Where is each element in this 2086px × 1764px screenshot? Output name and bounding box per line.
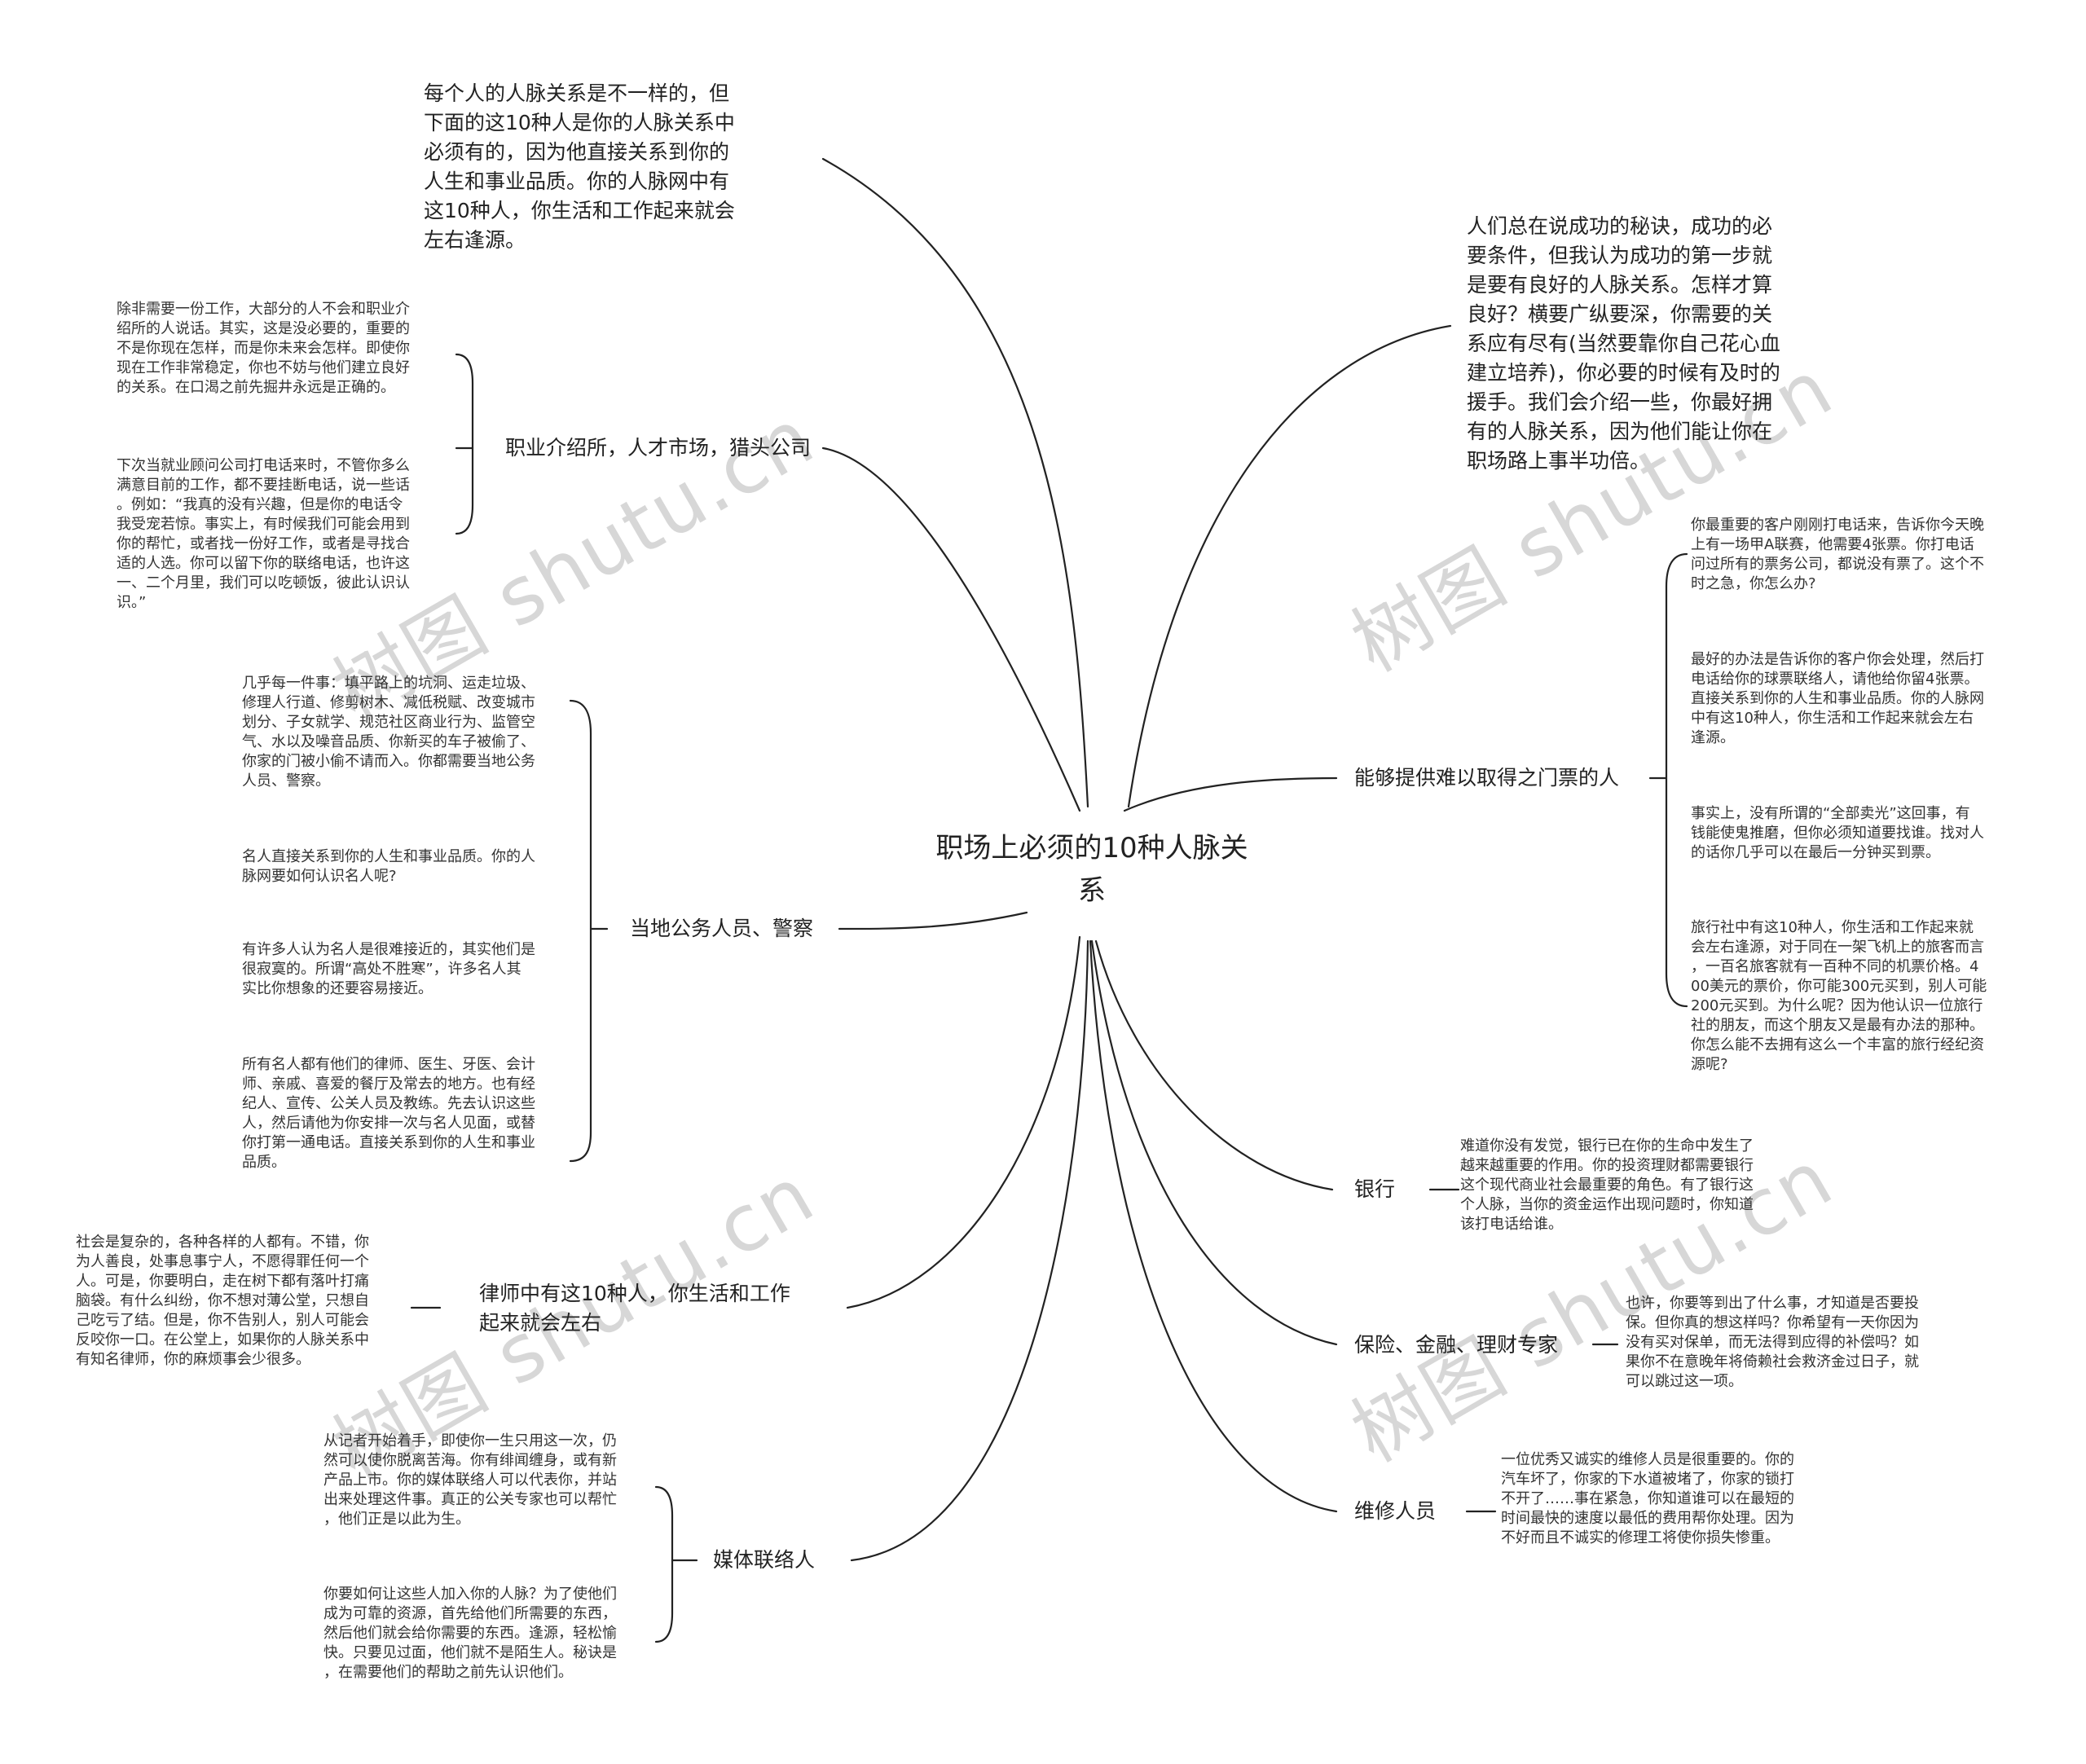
bracket-officials bbox=[569, 699, 592, 1163]
detail-officials-1: 几乎每一件事：填平路上的坑洞、运走垃圾、 修理人行道、修剪树木、减低税赋、改变城… bbox=[242, 675, 535, 790]
connector-intro-right bbox=[1127, 324, 1452, 808]
center-topic[interactable]: 职场上必须的10种人脉关 系 bbox=[935, 832, 1248, 907]
detail-officials-4: 所有名人都有他们的律师、医生、牙医、会计 师、亲戚、喜爱的餐厅及常去的地方。也有… bbox=[242, 1056, 535, 1171]
bracket-media bbox=[654, 1485, 674, 1643]
detail-tickets-1: 你最重要的客户刚刚打电话来，告诉你今天晚 上有一场甲A联赛，他需要4张票。你打电… bbox=[1691, 517, 1984, 592]
connector-bank bbox=[1094, 939, 1334, 1191]
branch-insurance[interactable]: 保险、金融、理财专家 bbox=[1354, 1333, 1559, 1357]
branch-agency[interactable]: 职业介绍所，人才市场，猎头公司 bbox=[505, 436, 812, 460]
detail-agency-1: 除非需要一份工作，大部分的人不会和职业介 绍所的人说话。其实，这是没必要的，重要… bbox=[117, 301, 410, 396]
connector-tickets bbox=[1123, 776, 1338, 812]
detail-officials-3: 有许多人认为名人是很难接近的，其实他们是 很寂寞的。所谓“高处不胜寒”，许多名人… bbox=[242, 941, 535, 997]
intro-left-text: 每个人的人脉关系是不一样的，但 下面的这10种人是你的人脉关系中 必须有的，因为… bbox=[424, 81, 735, 252]
branch-lawyer[interactable]: 律师中有这10种人，你生活和工作 起来就会左右 bbox=[479, 1282, 790, 1335]
connector-officials bbox=[838, 911, 1028, 930]
connector-media bbox=[850, 939, 1089, 1562]
detail-tickets-3: 事实上，没有所谓的“全部卖光”这回事，有 钱能使鬼推磨，但你必须知道要找谁。找对… bbox=[1691, 805, 1984, 861]
bracket-agency bbox=[455, 353, 474, 535]
detail-media-1: 从记者开始着手，即使你一生只用这一次，仍 然可以使你脱离苦海。你有绯闻缠身，或有… bbox=[323, 1432, 617, 1528]
detail-tickets-4: 旅行社中有这10种人，你生活和工作起来就 会左右逢源，对于同在一架飞机上的旅客而… bbox=[1691, 919, 1987, 1073]
detail-media-2: 你要如何让这些人加入你的人脉？为了使他们 成为可靠的资源，首先给他们所需要的东西… bbox=[323, 1586, 617, 1681]
intro-right-text: 人们总在说成功的秘诀，成功的必 要条件，但我认为成功的第一步就 是要有良好的人脉… bbox=[1467, 214, 1780, 473]
detail-tickets-2: 最好的办法是告诉你的客户你会处理，然后打 电话给你的球票联络人，请他给你留4张票… bbox=[1691, 651, 1984, 746]
connector-intro-left bbox=[821, 157, 1089, 808]
detail-insurance-1: 也许，你要等到出了什么事，才知道是否要投 保。但你真的想这样吗？你希望有一天你因… bbox=[1626, 1295, 1919, 1390]
branch-tickets[interactable]: 能够提供难以取得之门票的人 bbox=[1354, 766, 1620, 790]
connector-lawyer bbox=[846, 935, 1081, 1309]
branch-media[interactable]: 媒体联络人 bbox=[713, 1548, 816, 1572]
detail-agency-2: 下次当就业顾问公司打电话来时，不管你多么 满意目前的工作，都不要挂断电话，说一些… bbox=[117, 457, 410, 611]
detail-lawyer-1: 社会是复杂的，各种各样的人都有。不错，你 为人善良，处事息事宁人，不愿得罪任何一… bbox=[76, 1234, 369, 1368]
branch-officials[interactable]: 当地公务人员、警察 bbox=[630, 917, 814, 940]
connector-insurance bbox=[1090, 939, 1338, 1346]
detail-repair-1: 一位优秀又诚实的维修人员是很重要的。你的 汽车坏了，你家的下水道被堵了，你家的锁… bbox=[1501, 1451, 1794, 1546]
connector-repair bbox=[1089, 939, 1338, 1513]
detail-officials-2: 名人直接关系到你的人生和事业品质。你的人 脉网要如何认识名人呢? bbox=[242, 848, 535, 885]
bracket-tickets bbox=[1665, 552, 1688, 1008]
connector-agency bbox=[821, 446, 1081, 812]
branch-bank[interactable]: 银行 bbox=[1354, 1177, 1396, 1201]
detail-bank-1: 难道你没有发觉，银行已在你的生命中发生了 越来越重要的作用。你的投资理财都需要银… bbox=[1460, 1137, 1754, 1233]
branch-repair[interactable]: 维修人员 bbox=[1354, 1499, 1437, 1523]
